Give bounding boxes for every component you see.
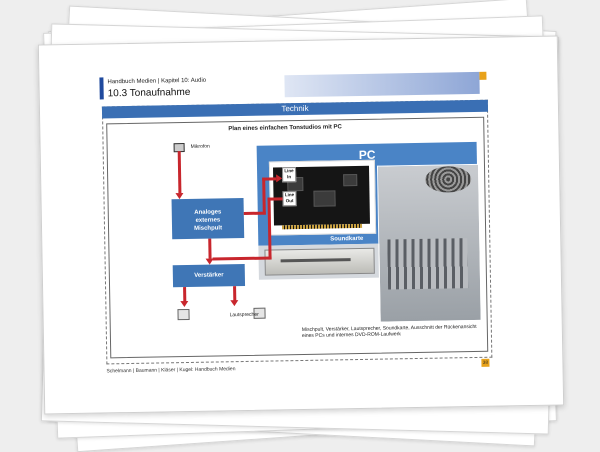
mixer-label-line: Mischpult xyxy=(193,225,223,232)
speaker-label: Lautsprecher xyxy=(229,311,259,319)
speaker-icon xyxy=(177,308,190,321)
signal-line xyxy=(262,177,266,215)
header-accent-bar xyxy=(99,77,104,100)
footer-credit: Schelmann | Baumann | Kläser | Kugel: Ha… xyxy=(106,366,236,375)
document-page: Handbuch Medien | Kapitel 10: Audio 10.3… xyxy=(37,35,565,415)
arrow-down-icon xyxy=(230,300,239,307)
mixer-box: Analoges externes Mischpult xyxy=(171,197,245,240)
line-out-port: Line Out xyxy=(282,191,297,207)
header-gradient-band xyxy=(284,71,480,98)
card-chip xyxy=(313,190,336,207)
line-in-label: In xyxy=(287,174,292,180)
soundcard-label: Soundkarte xyxy=(330,235,364,243)
line-out-label: Out xyxy=(285,198,294,204)
header-orange-marker xyxy=(479,71,487,80)
line-in-port: Line In xyxy=(281,167,297,183)
expansion-slots xyxy=(387,238,469,290)
signal-line xyxy=(208,238,212,259)
amplifier-box: Verstärker xyxy=(172,263,246,288)
section-title: 10.3 Tonaufnahme xyxy=(107,86,191,100)
arrow-down-icon xyxy=(180,300,189,308)
page-number: 38 xyxy=(481,358,490,367)
card-chip xyxy=(343,174,358,187)
microphone-label: Mikrofon xyxy=(190,143,210,150)
breadcrumb: Handbuch Medien | Kapitel 10: Audio xyxy=(107,77,207,86)
signal-line xyxy=(262,177,277,181)
